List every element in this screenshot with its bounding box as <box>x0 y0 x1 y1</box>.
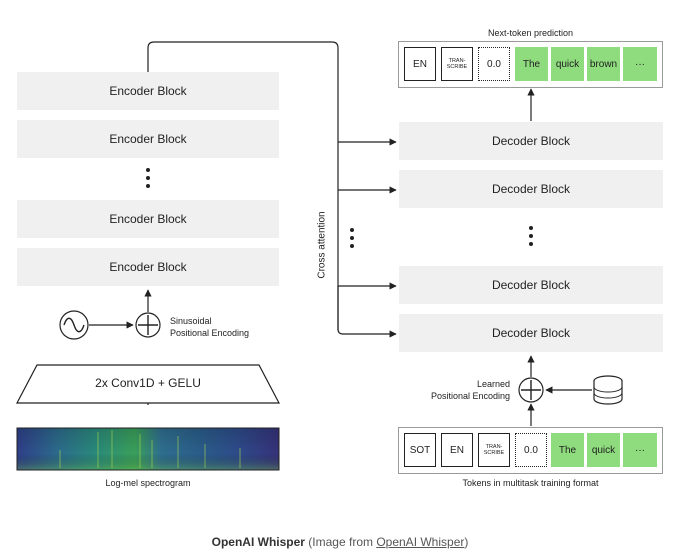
conv-label: 2x Conv1D + GELU <box>95 376 201 390</box>
decoder-block: Decoder Block <box>399 266 663 304</box>
output-token: EN <box>404 47 436 81</box>
output-token: TRAN-SCRIBE <box>441 47 473 81</box>
middle-ellipsis <box>350 228 354 252</box>
decoder-ellipsis <box>529 226 533 250</box>
input-tokens-title: Tokens in multitask training format <box>462 478 599 488</box>
spectrogram-image <box>16 427 280 471</box>
input-token: quick <box>587 433 620 467</box>
input-token: The <box>551 433 584 467</box>
output-token: 0.0 <box>478 47 510 81</box>
encoder-block: Encoder Block <box>17 72 279 110</box>
encoder-block: Encoder Block <box>17 200 279 238</box>
output-token: brown <box>587 47 620 81</box>
output-token: quick <box>551 47 584 81</box>
caption-text: (Image from <box>304 535 377 549</box>
encoder-block: Encoder Block <box>17 120 279 158</box>
caption-link[interactable]: OpenAI Whisper <box>376 535 465 549</box>
caption-text-end: ) <box>464 535 469 549</box>
input-token: TRAN-SCRIBE <box>478 433 510 467</box>
decoder-block: Decoder Block <box>399 122 663 160</box>
figure-caption: OpenAI Whisper (Image from OpenAI Whispe… <box>0 535 680 549</box>
learned-encoding-label: Learned Positional Encoding <box>430 379 510 401</box>
caption-title: OpenAI Whisper <box>211 535 305 549</box>
conv-layer-shape <box>16 364 280 404</box>
encoder-block: Encoder Block <box>17 248 279 286</box>
input-token: ··· <box>623 433 657 467</box>
sinusoidal-label: Sinusoidal Positional Encoding <box>170 316 250 338</box>
cross-attention-label: Cross attention <box>316 211 328 279</box>
encoder-ellipsis <box>146 168 150 192</box>
decoder-block: Decoder Block <box>399 170 663 208</box>
input-token: SOT <box>404 433 436 467</box>
database-icon <box>593 375 623 405</box>
output-tokens-title: Next-token prediction <box>487 28 574 38</box>
input-token: EN <box>441 433 473 467</box>
input-token: 0.0 <box>515 433 547 467</box>
decoder-block: Decoder Block <box>399 314 663 352</box>
spectrogram-label: Log-mel spectrogram <box>105 478 191 488</box>
output-token: ··· <box>623 47 657 81</box>
output-token: The <box>515 47 548 81</box>
